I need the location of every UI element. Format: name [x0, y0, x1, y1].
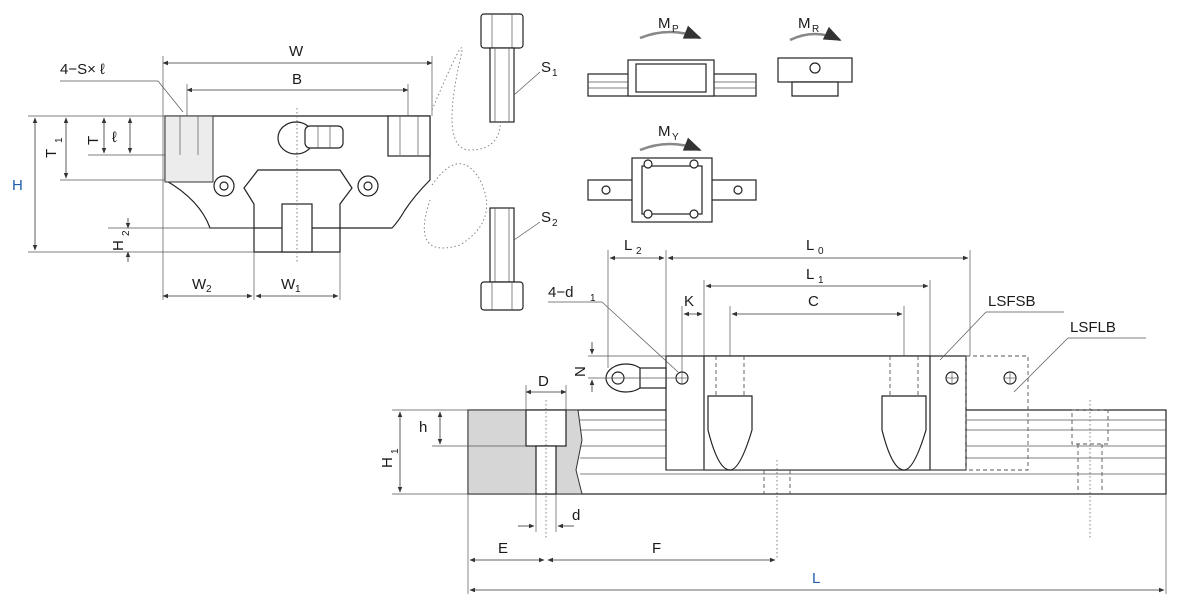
dim-n-label: N	[572, 366, 589, 377]
hole-spec-sub: 1	[590, 293, 596, 304]
lsfsb-label: LSFSB	[988, 293, 1036, 310]
dim-b-label: B	[292, 71, 302, 88]
dim-h1-label: H	[379, 457, 396, 468]
dim-e-label: E	[498, 540, 508, 557]
dim-w1-sub: 1	[295, 284, 301, 295]
dim-t-label: T	[85, 136, 102, 145]
screw-spec-label: 4−S× ℓ	[60, 61, 105, 78]
s2-label: S	[541, 209, 551, 226]
dim-f-label: F	[652, 540, 661, 557]
dim-l0-label: L	[806, 237, 814, 254]
side-view	[467, 355, 1167, 560]
moment-mp-view	[587, 25, 757, 97]
dim-l1-sub: 1	[818, 275, 824, 286]
hole-spec-label: 4−d	[548, 284, 573, 301]
dim-w2-sub: 2	[206, 284, 212, 295]
mr-sub: R	[812, 24, 819, 35]
bolt-s2	[480, 207, 524, 311]
mr-label: M	[798, 15, 811, 32]
dim-l-small-label: ℓ	[112, 129, 117, 146]
dim-h2-label: H	[110, 240, 127, 251]
connector-curve	[423, 47, 502, 249]
grease-nipple	[277, 121, 344, 155]
dim-w-label: W	[289, 43, 304, 60]
my-sub: Y	[672, 132, 679, 143]
moment-mr-view	[777, 26, 853, 97]
s1-label: S	[541, 59, 551, 76]
dim-l1-label: L	[806, 266, 814, 283]
my-label: M	[658, 123, 671, 140]
lsflb-label: LSFLB	[1070, 319, 1116, 336]
dim-l0-sub: 0	[818, 246, 824, 257]
front-view	[164, 108, 431, 262]
mp-sub: P	[672, 24, 679, 35]
dim-t1-label: T	[43, 149, 60, 158]
dim-c-label: C	[808, 293, 819, 310]
dim-h-label: H	[12, 177, 23, 194]
dim-d-lower-label: d	[572, 507, 580, 524]
bolt-s1	[480, 13, 524, 123]
dim-l2-label: L	[624, 237, 632, 254]
dim-l2-sub: 2	[636, 246, 642, 257]
dim-w1-label: W	[281, 276, 296, 293]
dim-k-label: K	[684, 293, 694, 310]
dim-h-small-label: h	[419, 419, 427, 436]
dim-h2-sub: 2	[121, 230, 132, 236]
s1-sub: 1	[552, 68, 558, 79]
s2-sub: 2	[552, 218, 558, 229]
dim-d-upper-label: D	[538, 373, 549, 390]
dim-t1-sub: 1	[54, 137, 65, 143]
dim-l-label: L	[812, 570, 820, 587]
mp-label: M	[658, 15, 671, 32]
moment-my-view	[587, 137, 757, 223]
dim-w2-label: W	[192, 276, 207, 293]
dim-h1-sub: 1	[390, 448, 401, 454]
